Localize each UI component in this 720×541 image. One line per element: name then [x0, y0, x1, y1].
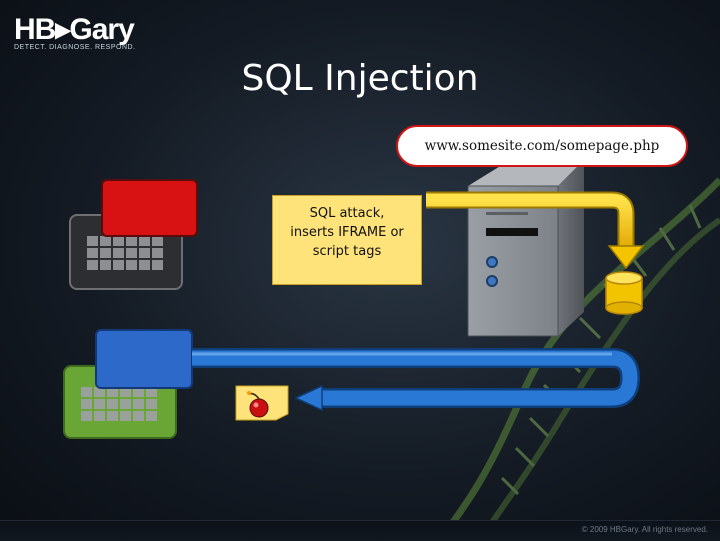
web-server-icon [467, 160, 584, 337]
footer-band [0, 520, 720, 541]
logo-tagline: DETECT. DIAGNOSE. RESPOND. [14, 44, 136, 51]
attack-note: SQL attack, inserts IFRAME or script tag… [272, 195, 422, 285]
company-logo: HB▸Gary DETECT. DIAGNOSE. RESPOND. [14, 12, 136, 51]
victim-computer-icon [63, 329, 193, 439]
copyright-text: © 2009 HBGary. All rights reserved. [581, 525, 708, 534]
slide-title: SQL Injection [241, 58, 479, 99]
bomb-icon [247, 391, 269, 418]
url-bubble: www.somesite.com/somepage.php [396, 125, 688, 167]
logo-wordmark: HB▸Gary [14, 13, 135, 46]
attack-note-line-3: script tags [312, 244, 382, 259]
url-text: www.somesite.com/somepage.php [424, 138, 660, 154]
database-cylinder-icon [605, 271, 643, 315]
attacker-computer-icon [69, 179, 198, 290]
attack-note-line-1: SQL attack, [309, 206, 385, 221]
attack-arrow [426, 191, 645, 270]
payload-return-arrow [192, 348, 641, 412]
attack-note-line-2: inserts IFRAME or [290, 225, 404, 240]
